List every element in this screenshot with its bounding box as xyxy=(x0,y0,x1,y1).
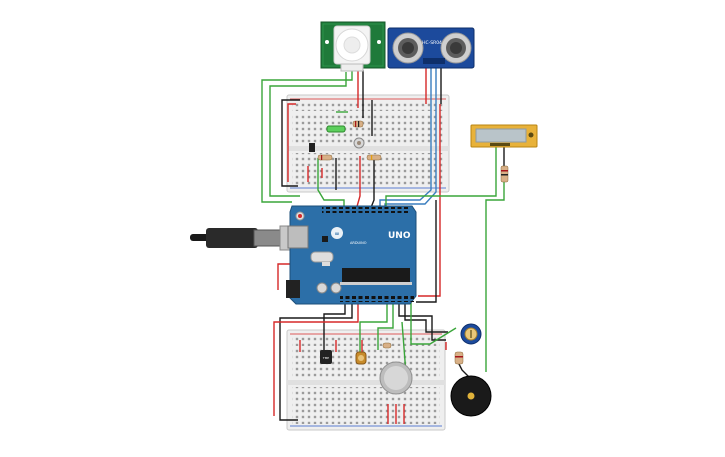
pir-motion-sensor xyxy=(320,21,386,72)
usb-cable xyxy=(190,225,305,251)
bottom-board-components: TMP xyxy=(320,342,464,395)
wires xyxy=(261,68,505,424)
bottom-breadboard xyxy=(286,329,446,431)
lcd-display xyxy=(470,124,538,183)
arduino-model-label: UNO xyxy=(388,231,411,241)
arduino-uno: ∞ UNO ARDUINO xyxy=(286,205,417,305)
potentiometer xyxy=(460,323,482,345)
arduino-brand-label: ARDUINO xyxy=(350,241,367,245)
top-board-components xyxy=(309,120,382,161)
top-breadboard xyxy=(286,94,450,193)
piezo-buzzer xyxy=(450,375,492,417)
sensor-chip-label: TMP xyxy=(322,356,329,360)
svg-text:∞: ∞ xyxy=(335,231,340,238)
ultrasonic-label: HC-SR04 xyxy=(422,40,442,46)
ultrasonic-sensor: HC-SR04 xyxy=(387,27,475,69)
